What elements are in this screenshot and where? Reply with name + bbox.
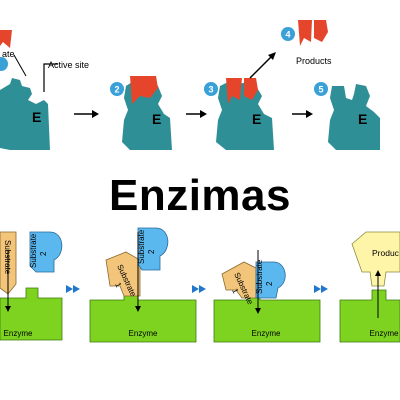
step-number: 5: [318, 85, 323, 95]
substrate-2-shape: [137, 227, 169, 271]
active-site-pointer: [43, 63, 58, 92]
enzyme-label: Enzyme: [4, 329, 33, 338]
product-left-shape: [298, 20, 312, 46]
double-arrow-1: [66, 285, 80, 293]
pointer-head: [5, 306, 11, 312]
step-circle: [0, 57, 8, 71]
substrate-2-shape: [255, 261, 286, 299]
step-circle: [204, 82, 218, 96]
enzyme-letter: E: [358, 111, 367, 127]
bottom-step-1: Enzyme Substrate Substrate 2: [0, 231, 63, 341]
product-shape: [351, 231, 400, 287]
top-arrow-2-head: [200, 110, 207, 118]
top-step-1: ate E Active site: [0, 30, 89, 150]
page-title: Enzimas: [108, 171, 291, 220]
substrate-2-number: 2: [265, 281, 274, 286]
substrate-left-shape: [226, 78, 242, 104]
step-circle: [281, 27, 295, 41]
substrate-2-shape: [29, 231, 63, 273]
top-step-2: 2 E: [110, 76, 172, 150]
product-label: Produc: [372, 248, 400, 258]
products-label: Products: [296, 56, 332, 66]
pointer-head: [255, 308, 261, 314]
substrate-1-shape: [221, 261, 257, 299]
enzyme-letter: E: [152, 111, 161, 127]
double-arrow-2: [192, 285, 206, 293]
bottom-step-2: Enzyme Substrate 1 Substrate 2: [89, 227, 197, 343]
substrate-shape: [130, 76, 158, 104]
top-arrow-1-head: [92, 110, 99, 118]
enzyme-letter: E: [252, 111, 261, 127]
active-site-label: Active site: [48, 60, 89, 70]
substrate-2-label: Substrate: [137, 229, 146, 264]
bottom-step-4: Enzyme Produc: [339, 231, 400, 343]
step-number: 4: [285, 30, 290, 40]
pointer-head: [135, 306, 141, 312]
step-circle: [110, 82, 124, 96]
enzyme-label: Enzyme: [129, 329, 158, 338]
enzyme-shape: [328, 84, 380, 150]
substrate-shape: [0, 30, 12, 48]
top-step-5: 5 E: [314, 82, 380, 150]
substrate-2-number: 2: [39, 251, 48, 256]
enzyme-letter: E: [32, 109, 41, 125]
step-number: 3: [208, 85, 213, 95]
top-step-4-products: 4 Products: [281, 20, 332, 66]
bottom-step-3: Enzyme Substrate 1 Substrate 2: [213, 250, 321, 343]
enzyme-shape: [0, 78, 50, 150]
release-arrow-head: [375, 270, 381, 276]
double-arrow-3: [314, 285, 328, 293]
substrate-2-number: 2: [147, 249, 156, 254]
substrate-1-number: 1: [230, 287, 240, 295]
top-arrow-3-head: [306, 110, 313, 118]
enzyme-shape: [0, 287, 63, 341]
product-right-shape: [314, 20, 328, 42]
top-step-3: 3 E: [204, 52, 276, 150]
product-release-arrow-head: [268, 52, 276, 60]
substrate-1-shape: [105, 251, 141, 297]
step-circle: [314, 82, 328, 96]
step-number: 2: [114, 85, 119, 95]
enzyme-label: Enzyme: [252, 329, 281, 338]
substrate-2-label: Substrate: [255, 259, 264, 294]
substrate-label: ate: [2, 49, 15, 59]
enzyme-shape: [339, 289, 400, 343]
substrate-1-number: 1: [113, 281, 123, 289]
product-release-arrow: [249, 55, 273, 79]
substrate-2-label: Substrate: [29, 233, 38, 268]
enzyme-label: Enzyme: [370, 329, 399, 338]
pointer-line: [13, 54, 27, 77]
substrate-right-shape: [244, 78, 258, 100]
